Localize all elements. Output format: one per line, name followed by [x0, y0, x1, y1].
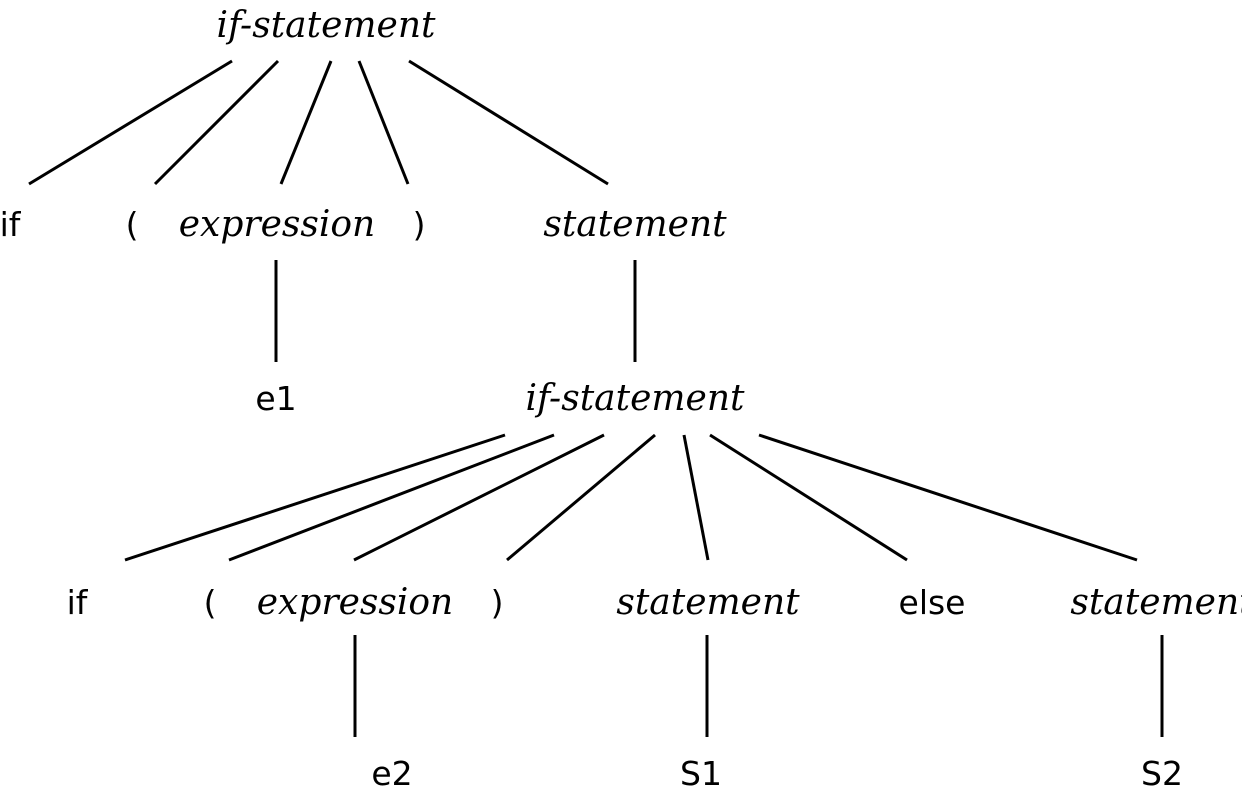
nested-statement-s2-node: statement: [1070, 582, 1242, 623]
edge-nested-to-else: [709, 433, 908, 562]
nested-lparen-node: (: [204, 583, 217, 622]
root-rparen-node: ): [413, 205, 426, 244]
edge-root-to-if: [28, 59, 233, 186]
root-edges: [28, 59, 609, 186]
nested-statement-s1-node: statement: [616, 582, 800, 623]
level2-edges: [274, 260, 637, 362]
s1-leaf-node: S1: [680, 754, 722, 793]
nested-rparen-node: ): [491, 583, 504, 622]
root-expression-node: expression: [179, 204, 376, 245]
e2-leaf-node: e2: [371, 754, 412, 793]
nested-if-statement-node: if-statement: [526, 378, 746, 419]
nested-expression-node: expression: [257, 582, 454, 623]
nested-if-keyword-node: if: [67, 583, 89, 622]
e1-leaf-node: e1: [255, 379, 296, 418]
edge-nested-to-if: [124, 433, 506, 562]
root-statement-node: statement: [543, 204, 727, 245]
nested-edges: [124, 433, 1138, 562]
edge-root-to-rparen: [357, 60, 410, 185]
edge-nested-to-expression: [353, 433, 605, 562]
root-lparen-node: (: [126, 205, 139, 244]
edge-nested-to-lparen: [228, 433, 555, 562]
leaf-edges: [353, 635, 1164, 737]
root-if-keyword-node: if: [0, 205, 22, 244]
edge-nested-to-statement-s2: [758, 433, 1138, 562]
edge-nested-to-statement-s1: [682, 434, 710, 561]
edge-root-to-statement: [408, 59, 609, 186]
s2-leaf-node: S2: [1141, 754, 1183, 793]
root-if-statement-node: if-statement: [217, 5, 437, 46]
edge-nested-to-rparen: [506, 433, 656, 562]
edge-root-to-lparen: [153, 59, 280, 186]
edge-root-to-expression: [279, 60, 333, 185]
nested-else-keyword-node: else: [899, 583, 966, 622]
